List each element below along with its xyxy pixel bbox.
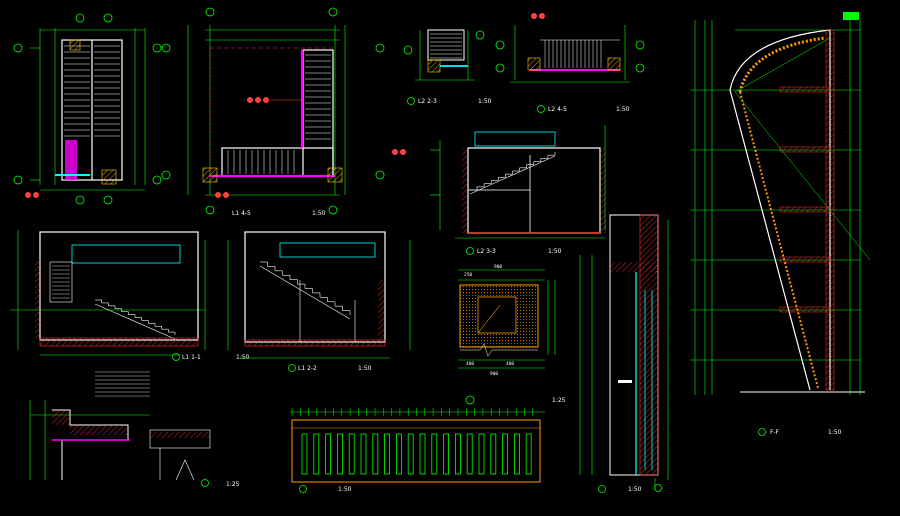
view-scale-railing: 1:50 [338, 486, 352, 493]
railing-bar [443, 433, 450, 475]
railing-bar [490, 433, 497, 475]
plan-l1-4-5-view: L1 4-5 1:50 [161, 7, 406, 217]
railing-bar [313, 433, 320, 475]
railing-bar [348, 433, 355, 475]
railing-bar [502, 433, 509, 475]
balcony-detail-view: 1:25 [29, 371, 240, 488]
view-label-ff: F-F [770, 429, 780, 436]
railing-bar [372, 433, 379, 475]
stair-plan-view [13, 13, 162, 205]
detail-l2-4-5-view: L2 4-5 1:50 [495, 13, 645, 113]
stair-step-soffit [259, 265, 351, 320]
floor-slab [779, 306, 831, 313]
column-dim-bottom-3: 900 [490, 371, 498, 377]
railing-bar [301, 433, 308, 475]
view-scale-l1-11: 1:50 [236, 354, 250, 361]
floor-slab [779, 146, 831, 153]
view-scale-balcony: 1:25 [226, 481, 240, 488]
view-scale-l2-33: 1:50 [548, 248, 562, 255]
view-label-l2-23: L2 2-3 [418, 98, 437, 105]
stair-step-soffit [469, 155, 556, 195]
column-dim-bottom-2: 400 [506, 361, 514, 367]
column-dim-bottom-1: 400 [466, 361, 474, 367]
section-l2-3-3-view: L2 3-3 1:50 [430, 125, 606, 255]
view-scale-l1-45: 1:50 [312, 210, 326, 217]
view-label-l2-33: L2 3-3 [477, 248, 496, 255]
railing-bar [325, 433, 332, 475]
column-detail-view: 250 900 400 400 900 1:25 [458, 264, 566, 405]
view-scale-l1-22: 1:50 [358, 365, 372, 372]
view-label-l1-45: L1 4-5 [232, 210, 251, 217]
railing-bar [384, 433, 391, 475]
detail-l2-2-3-view: L2 2-3 1:50 [403, 29, 492, 105]
floor-slab [779, 206, 831, 213]
stair-step-soffit [94, 303, 176, 340]
railing-bar [454, 433, 461, 475]
railing-bar [478, 433, 485, 475]
view-label-l1-11: L1 1-1 [182, 354, 201, 361]
view-scale-wall: 1:50 [628, 486, 642, 493]
view-scale-column: 1:25 [552, 397, 566, 404]
view-scale-l2-23: 1:50 [478, 98, 492, 105]
section-l1-1-1-view: L1 1-1 1:50 [10, 230, 250, 361]
railing-bar [336, 433, 343, 475]
railing-bar [419, 433, 426, 475]
railing-elevation-view: 1:50 [290, 408, 545, 493]
column-dim-top-1: 250 [464, 272, 472, 278]
view-label-l1-22: L1 2-2 [298, 365, 317, 372]
railing-bar [466, 433, 473, 475]
railing-bar [360, 433, 367, 475]
view-label-l2-45: L2 4-5 [548, 106, 567, 113]
view-scale-l2-45: 1:50 [616, 106, 630, 113]
railing-bar [514, 433, 520, 475]
wall-section-view: 1:50 [579, 214, 669, 493]
view-scale-ff: 1:50 [828, 429, 842, 436]
floor-slab [779, 86, 831, 93]
section-l1-2-2-view: L1 2-2 1:50 [227, 231, 411, 372]
floor-slab [779, 256, 831, 263]
railing-bar [395, 433, 402, 475]
railing-bar [407, 433, 414, 475]
railing-bar [525, 433, 532, 475]
curved-elevation-view: F-F 1:50 [690, 12, 871, 436]
railing-bar [431, 433, 438, 475]
column-dim-top-2: 900 [494, 264, 502, 270]
